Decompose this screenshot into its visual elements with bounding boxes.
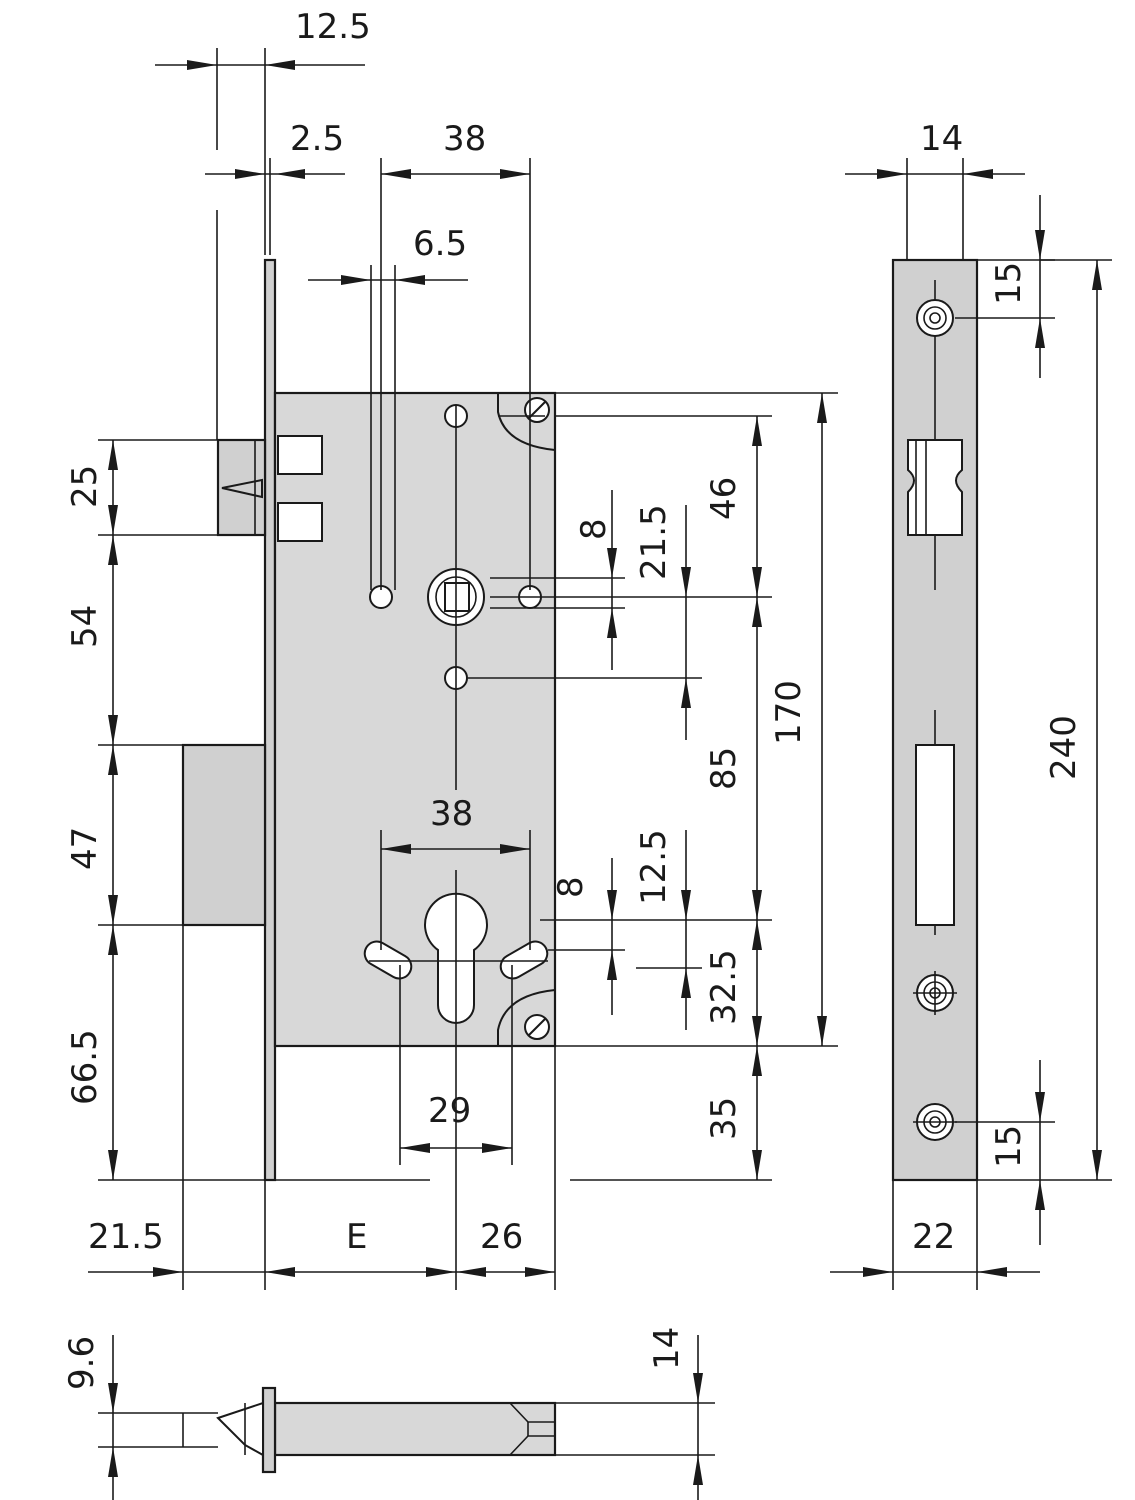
dim-240: 240 [1044,715,1084,780]
top-view-latch-tip [216,1401,264,1457]
dim-85: 85 [704,747,744,790]
lock-case [273,391,557,1048]
latch-bolt [216,435,323,542]
top-view [98,1386,715,1474]
dim-170: 170 [769,680,809,745]
dim-38-top: 38 [443,119,486,159]
front-dimensions: 12.5 2.5 38 6.5 25 [65,7,838,1290]
lower-screw [524,1014,550,1040]
dim-54: 54 [65,605,105,648]
dim-9-6: 9.6 [62,1336,102,1390]
side-dimensions: 14 15 240 15 22 [830,119,1112,1290]
dim-12-5-mid: 12.5 [634,829,674,905]
faceplate-deadbolt-opening [915,744,955,926]
dim-E: E [346,1217,367,1257]
dim-2-5: 2.5 [290,119,344,159]
top-view-faceplate [261,1386,277,1474]
top-view-body [273,1401,557,1457]
faceplate-top-screw [916,299,954,337]
upper-screw [524,397,550,423]
dim-15-bottom: 15 [989,1125,1029,1168]
dim-14-side: 14 [920,119,963,159]
front-faceplate [263,258,277,1182]
faceplate-latch-opening [907,439,963,536]
dim-25: 25 [65,465,105,508]
dim-26: 26 [480,1217,523,1257]
dim-8-upper: 8 [574,518,614,540]
dim-46: 46 [704,477,744,520]
dim-14-bottom: 14 [647,1327,687,1370]
top-view-dimensions: 9.6 14 [62,1327,703,1500]
upper-screw-recess [497,393,556,451]
side-view-faceplate [891,158,979,1182]
dim-22: 22 [912,1217,955,1257]
dim-12-5-top: 12.5 [295,7,371,47]
dim-29: 29 [428,1091,471,1131]
dim-6-5: 6.5 [413,224,467,264]
dim-38-mid: 38 [430,794,473,834]
dim-15-top: 15 [989,262,1029,305]
faceplate-middle-screw [913,971,957,1015]
dim-35: 35 [704,1097,744,1140]
dim-32-5: 32.5 [704,949,744,1025]
dim-21-5: 21.5 [634,504,674,580]
dim-47: 47 [65,827,105,870]
dim-8-lower: 8 [551,876,591,898]
deadbolt [181,743,267,927]
dim-66-5: 66.5 [65,1029,105,1105]
dim-21-5-bottom: 21.5 [88,1217,164,1257]
faceplate-bottom-screw [913,1103,957,1141]
front-view [181,258,557,1182]
